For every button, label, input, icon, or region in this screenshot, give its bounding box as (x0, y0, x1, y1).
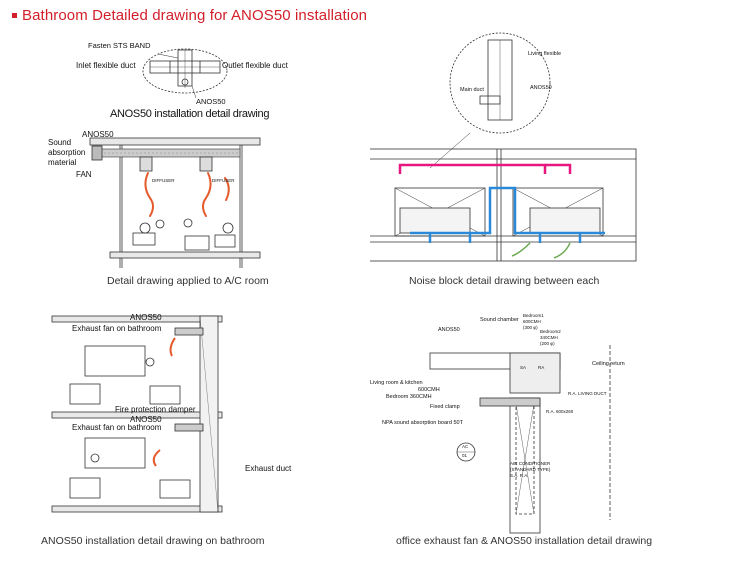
green-flow-arrows (511, 242, 571, 259)
panel-noise-block: Living flexible Main duct ANOS50 Noise b… (370, 28, 741, 290)
outlet-duct-label: Outlet flexible duct (222, 61, 288, 70)
bedroom2-label: Bedroom2 (540, 329, 561, 334)
panel2-caption: Noise block detail drawing between each (409, 275, 600, 287)
air-flow-arrows (144, 172, 230, 217)
page-header: Bathroom Detailed drawing for ANOS50 ins… (12, 5, 367, 25)
office-drawing (429, 345, 611, 534)
fixed-clamp-label: Fixed clamp (430, 404, 460, 410)
anos-mid-label: ANOS50 (130, 415, 162, 424)
noise-block-drawing (370, 32, 637, 262)
inlet-duct-label: Inlet flexible duct (76, 61, 136, 70)
exhaust-fan-mid-label: Exhaust fan on bathroom (72, 423, 162, 432)
fan-label: FAN (76, 170, 92, 179)
bedroom1-cmh: 600CMH (523, 319, 541, 324)
bedroom1-size: (300 φ) (523, 325, 538, 330)
ra-living-duct-label: R.A. LIVING DUCT (568, 391, 607, 396)
panel1-caption: Detail drawing applied to A/C room (107, 275, 269, 287)
panel-office: Sound chamber ANOS50 Bedroom1 600CMH (30… (370, 290, 741, 580)
bedroom2-cmh: 340CMH (540, 335, 558, 340)
living-kitchen-label: Living room & kitchen (370, 380, 423, 386)
anos-room-label: ANOS50 (82, 130, 114, 139)
sound-chamber-label: Sound chamber (480, 317, 519, 323)
main-duct-label: Main duct (460, 87, 484, 93)
diffuser-label-2: DIFFUSER (212, 178, 235, 183)
ac-num-label: 01 (462, 453, 468, 458)
ac-room-line1: AIR CONDITIONER (510, 461, 551, 466)
anos-label-panel2: ANOS50 (530, 85, 552, 91)
living-kitchen-cmh: 600CMH (418, 387, 440, 393)
npa-board-label: NPA sound absorption board 50T (382, 420, 463, 426)
exhaust-fan-top-label: Exhaust fan on bathroom (72, 324, 162, 333)
bedroom1-label: Bedroom1 (523, 313, 544, 318)
fire-damper-label: Fire protection damper (115, 405, 196, 414)
panel3-caption: ANOS50 installation detail drawing on ba… (41, 535, 265, 547)
material-label: material (48, 158, 77, 167)
ra-label: RA (538, 365, 545, 370)
absorption-label: absorption (48, 148, 86, 157)
ac-room-line3: S.A. R.A. (510, 473, 529, 478)
anos-detail-title: ANOS50 installation detail drawing (110, 108, 270, 120)
panel4-caption: office exhaust fan & ANOS50 installation… (396, 535, 653, 547)
bedroom-cmh-label: Bedroom 360CMH (386, 394, 432, 400)
ra-size-label: R.A. 600x260 (546, 409, 574, 414)
bathroom-drawing (51, 315, 223, 513)
ac-tag-label: AC (462, 444, 469, 449)
sa-label: SA (520, 365, 527, 370)
sound-label: Sound (48, 138, 72, 147)
anos-detail-drawing (142, 48, 228, 99)
panel-ac-room: Fasten STS BAND Inlet flexible duct Outl… (0, 28, 370, 290)
return-duct (410, 186, 605, 243)
anos-top-label: ANOS50 (130, 313, 162, 322)
diffuser-label-1: DIFFUSER (152, 178, 175, 183)
header-bullet-icon (12, 12, 17, 18)
anos-label-panel4: ANOS50 (438, 327, 460, 333)
supply-duct (398, 163, 572, 174)
ac-room-drawing (89, 48, 261, 268)
ac-room-section (89, 137, 261, 268)
ceiling-return-label: Ceiling return (592, 361, 625, 367)
living-flexible-label: Living flexible (528, 51, 562, 57)
panel-bathroom: ANOS50 Exhaust fan on bathroom Fire prot… (0, 290, 370, 580)
fasten-band-label: Fasten STS BAND (88, 41, 151, 50)
page-title: Bathroom Detailed drawing for ANOS50 ins… (22, 6, 368, 24)
bedroom2-size: (200 φ) (540, 341, 555, 346)
anos-detail-label: ANOS50 (196, 97, 226, 106)
bathroom-air-flow (152, 337, 176, 467)
exhaust-duct-label: Exhaust duct (245, 464, 292, 473)
ac-room-line2: (STANDARD TYPE) (510, 467, 551, 472)
